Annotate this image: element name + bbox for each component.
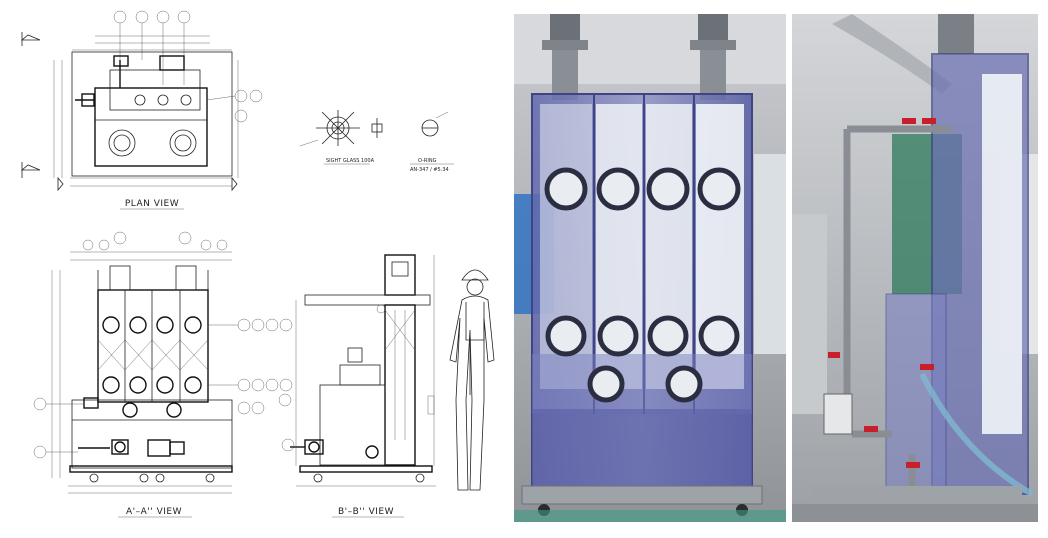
aa-view-title: A'–A'' VIEW [126,507,182,517]
acrylic-tower [531,93,753,490]
drawing-canvas: PLAN VIEW SIGHT GLASS 100A O-RING AN-347… [20,10,495,518]
side-pipework [843,125,952,494]
front-photo [514,14,786,522]
aa-view: A'–A'' VIEW [33,231,293,518]
engineering-drawing: PLAN VIEW SIGHT GLASS 100A O-RING AN-347… [0,0,510,534]
front-photo-canvas [514,14,786,522]
plan-view-title: PLAN VIEW [125,199,179,209]
oring-label: O-RING [418,158,437,164]
front-sight-glasses [544,167,741,403]
human-scale-figure [449,269,495,491]
oring-spec-label: AN-347 / #5.34 [410,167,449,173]
side-photo-canvas [792,14,1038,522]
bb-view: B'–B'' VIEW [278,254,436,518]
sight-glass-label: SIGHT GLASS 100A [326,158,375,164]
side-valves [828,118,936,468]
bb-view-title: B'–B'' VIEW [338,507,394,517]
exhaust-pipes [542,14,736,100]
side-photo [792,14,1038,522]
plan-view: PLAN VIEW [20,10,263,210]
sight-glass-detail: SIGHT GLASS 100A O-RING AN-347 / #5.34 [299,110,454,173]
